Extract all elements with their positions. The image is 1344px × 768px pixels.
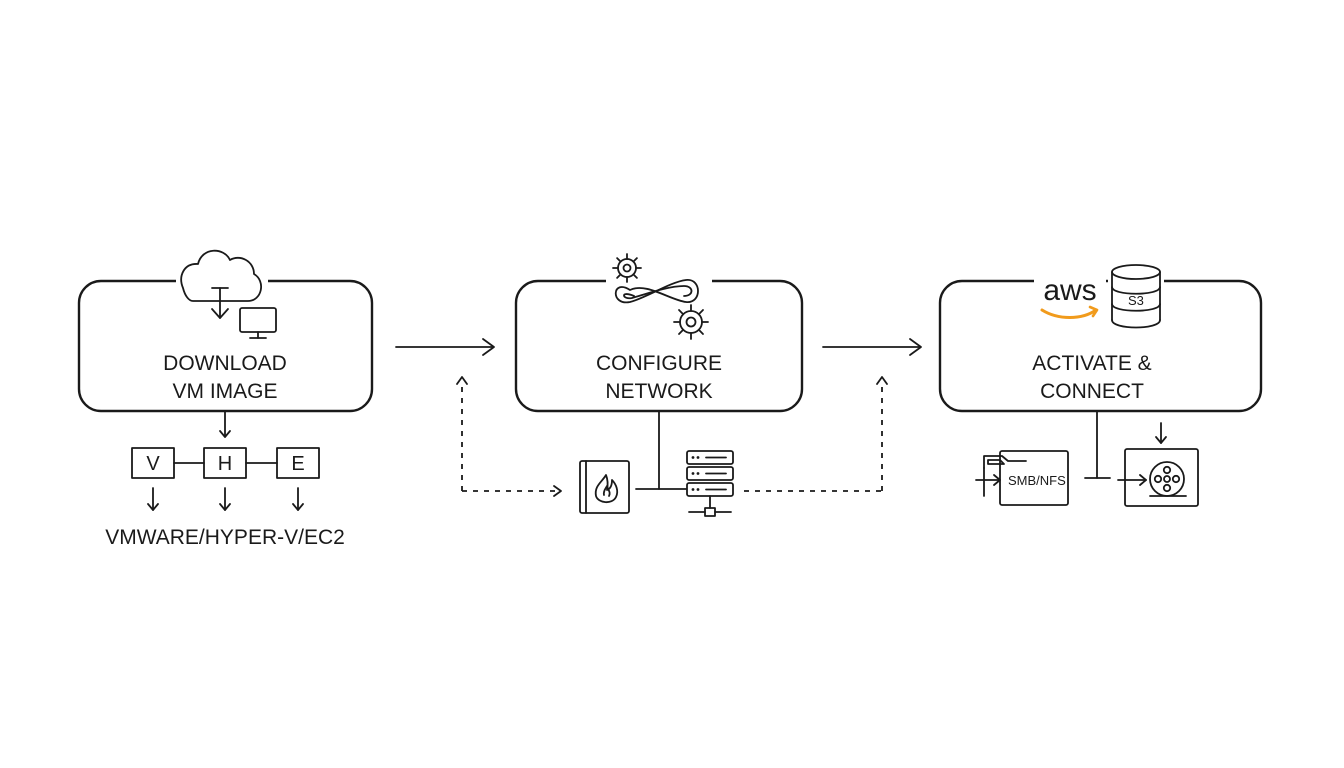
hypervisor-letter-e: E bbox=[291, 453, 304, 475]
smb-nfs-label: SMB/NFS bbox=[1008, 473, 1066, 488]
s3-label: S3 bbox=[1128, 293, 1144, 308]
dashed-feedback-left bbox=[456, 376, 562, 497]
s3-bucket-icon: S3 bbox=[1108, 262, 1164, 330]
monitor-icon bbox=[238, 306, 278, 339]
hypervisor-letter-h: H bbox=[218, 453, 232, 475]
step-configure-network: CONFIGURE NETWORK bbox=[514, 250, 804, 413]
step3-title-line2: CONNECT bbox=[1040, 380, 1144, 403]
server-rack-icon bbox=[686, 450, 734, 517]
arrow-step2-to-step3 bbox=[822, 338, 922, 356]
aws-logo-icon: aws bbox=[1034, 268, 1106, 320]
folder-icon: SMB/NFS bbox=[975, 450, 1069, 506]
step1-title-line1: DOWNLOAD bbox=[163, 352, 287, 375]
aws-logo-text: aws bbox=[1043, 274, 1096, 307]
step-activate-connect: aws S3 ACTIVATE & CONNECT bbox=[938, 262, 1263, 413]
firewall-icon bbox=[579, 460, 630, 514]
step2-title-line1: CONFIGURE bbox=[596, 352, 722, 375]
step1-title-line2: VM IMAGE bbox=[172, 380, 277, 403]
step2-title-line2: NETWORK bbox=[605, 380, 712, 403]
media-reel-icon bbox=[1117, 422, 1199, 507]
step3-title-line1: ACTIVATE & bbox=[1032, 352, 1151, 375]
gears-infinity-icon bbox=[606, 250, 712, 340]
dashed-feedback-right bbox=[744, 376, 888, 492]
hypervisor-options: V H E VMWARE/HYPER-V/EC2 bbox=[105, 410, 345, 549]
cloud-download-icon bbox=[176, 248, 268, 319]
connection-components: SMB/NFS bbox=[975, 410, 1199, 507]
hypervisor-caption: VMWARE/HYPER-V/EC2 bbox=[105, 526, 345, 549]
arrow-step1-to-step2 bbox=[395, 338, 495, 356]
network-components bbox=[579, 410, 734, 517]
step-download-vm-image: DOWNLOAD VM IMAGE bbox=[77, 248, 374, 413]
hypervisor-letter-v: V bbox=[146, 453, 160, 475]
